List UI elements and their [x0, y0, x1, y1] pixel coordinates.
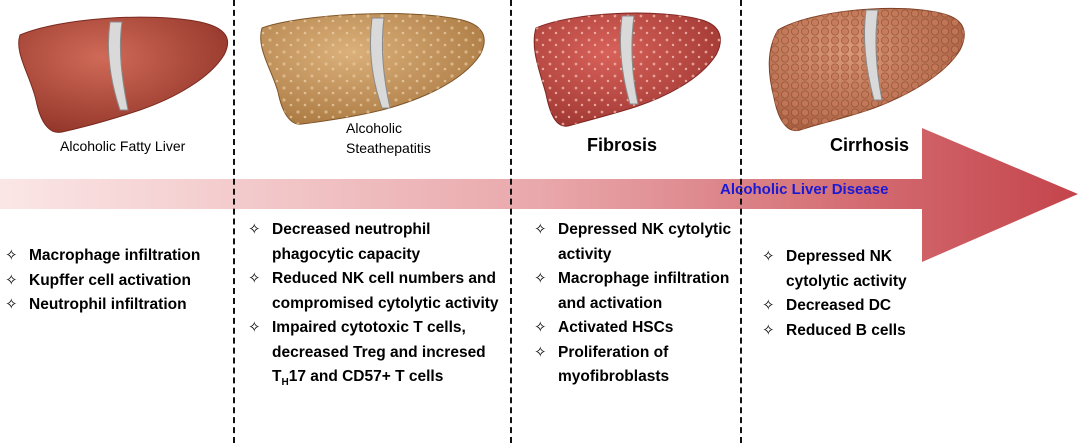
sparkle-bullet-icon: ✧: [5, 271, 18, 289]
stage-divider-1: [233, 0, 235, 443]
stage-label-steatohepatitis-line1: Alcoholic: [346, 120, 403, 136]
list-item: ✧Decreased neutrophil phagocytic capacit…: [248, 218, 510, 267]
liver-fibrosis-image: [533, 12, 721, 127]
cirrhosis-list: ✧Depressed NK cytolytic activity ✧Decrea…: [762, 245, 947, 343]
sparkle-bullet-icon: ✧: [534, 319, 547, 336]
sparkle-bullet-icon: ✧: [534, 270, 547, 287]
sparkle-bullet-icon: ✧: [248, 221, 261, 238]
list-item: ✧Macrophage infiltration and activation: [534, 267, 739, 316]
stage-label-fibrosis: Fibrosis: [587, 135, 658, 155]
arrow-shape: [0, 128, 1078, 262]
list-item: ✧Depressed NK cytolytic activity: [762, 245, 947, 294]
list-item: ✧Decreased DC: [762, 294, 947, 319]
sparkle-bullet-icon: ✧: [534, 343, 547, 361]
fibrosis-list: ✧Depressed NK cytolytic activity ✧Macrop…: [534, 218, 739, 390]
sparkle-bullet-icon: ✧: [762, 248, 775, 265]
sparkle-bullet-icon: ✧: [248, 270, 261, 287]
stage-label-steatohepatitis-line2: Steathepatitis: [346, 140, 431, 156]
list-item: ✧Impaired cytotoxic T cells, decreased T…: [248, 316, 510, 396]
list-item: ✧Activated HSCs: [534, 316, 739, 341]
stage-label-cirrhosis: Cirrhosis: [830, 135, 910, 155]
stage-label-fatty-liver: Alcoholic Fatty Liver: [60, 138, 186, 154]
sparkle-bullet-icon: ✧: [5, 247, 18, 264]
list-item: ✧Neutrophil infiltration: [5, 293, 230, 318]
list-item: ✧Proliferation of myofibroblasts: [534, 341, 739, 390]
list-item: ✧Depressed NK cytolytic activity: [534, 218, 739, 267]
sparkle-bullet-icon: ✧: [5, 296, 18, 313]
stage-label-steatohepatitis: Alcoholic Steathepatitis: [346, 118, 431, 158]
sparkle-bullet-icon: ✧: [762, 321, 775, 339]
sparkle-bullet-icon: ✧: [762, 297, 775, 314]
liver-cirrhosis-image: [768, 7, 965, 132]
list-item: ✧Reduced B cells: [762, 319, 947, 344]
liver-steatohepatitis-image: [260, 13, 485, 125]
fatty-liver-list: ✧Macrophage infiltration ✧Kupffer cell a…: [5, 244, 230, 318]
liver-fatty-liver-image: [18, 16, 229, 133]
list-item: ✧Reduced NK cell numbers and compromised…: [248, 267, 510, 316]
sparkle-bullet-icon: ✧: [534, 221, 547, 238]
stage-divider-3: [740, 0, 742, 443]
list-item: ✧Macrophage infiltration: [5, 244, 230, 269]
arrow-label: Alcoholic Liver Disease: [720, 181, 889, 198]
list-item: ✧Kupffer cell activation: [5, 269, 230, 294]
steatohepatitis-list: ✧Decreased neutrophil phagocytic capacit…: [248, 218, 510, 396]
stage-divider-2: [510, 0, 512, 443]
sparkle-bullet-icon: ✧: [248, 319, 261, 336]
